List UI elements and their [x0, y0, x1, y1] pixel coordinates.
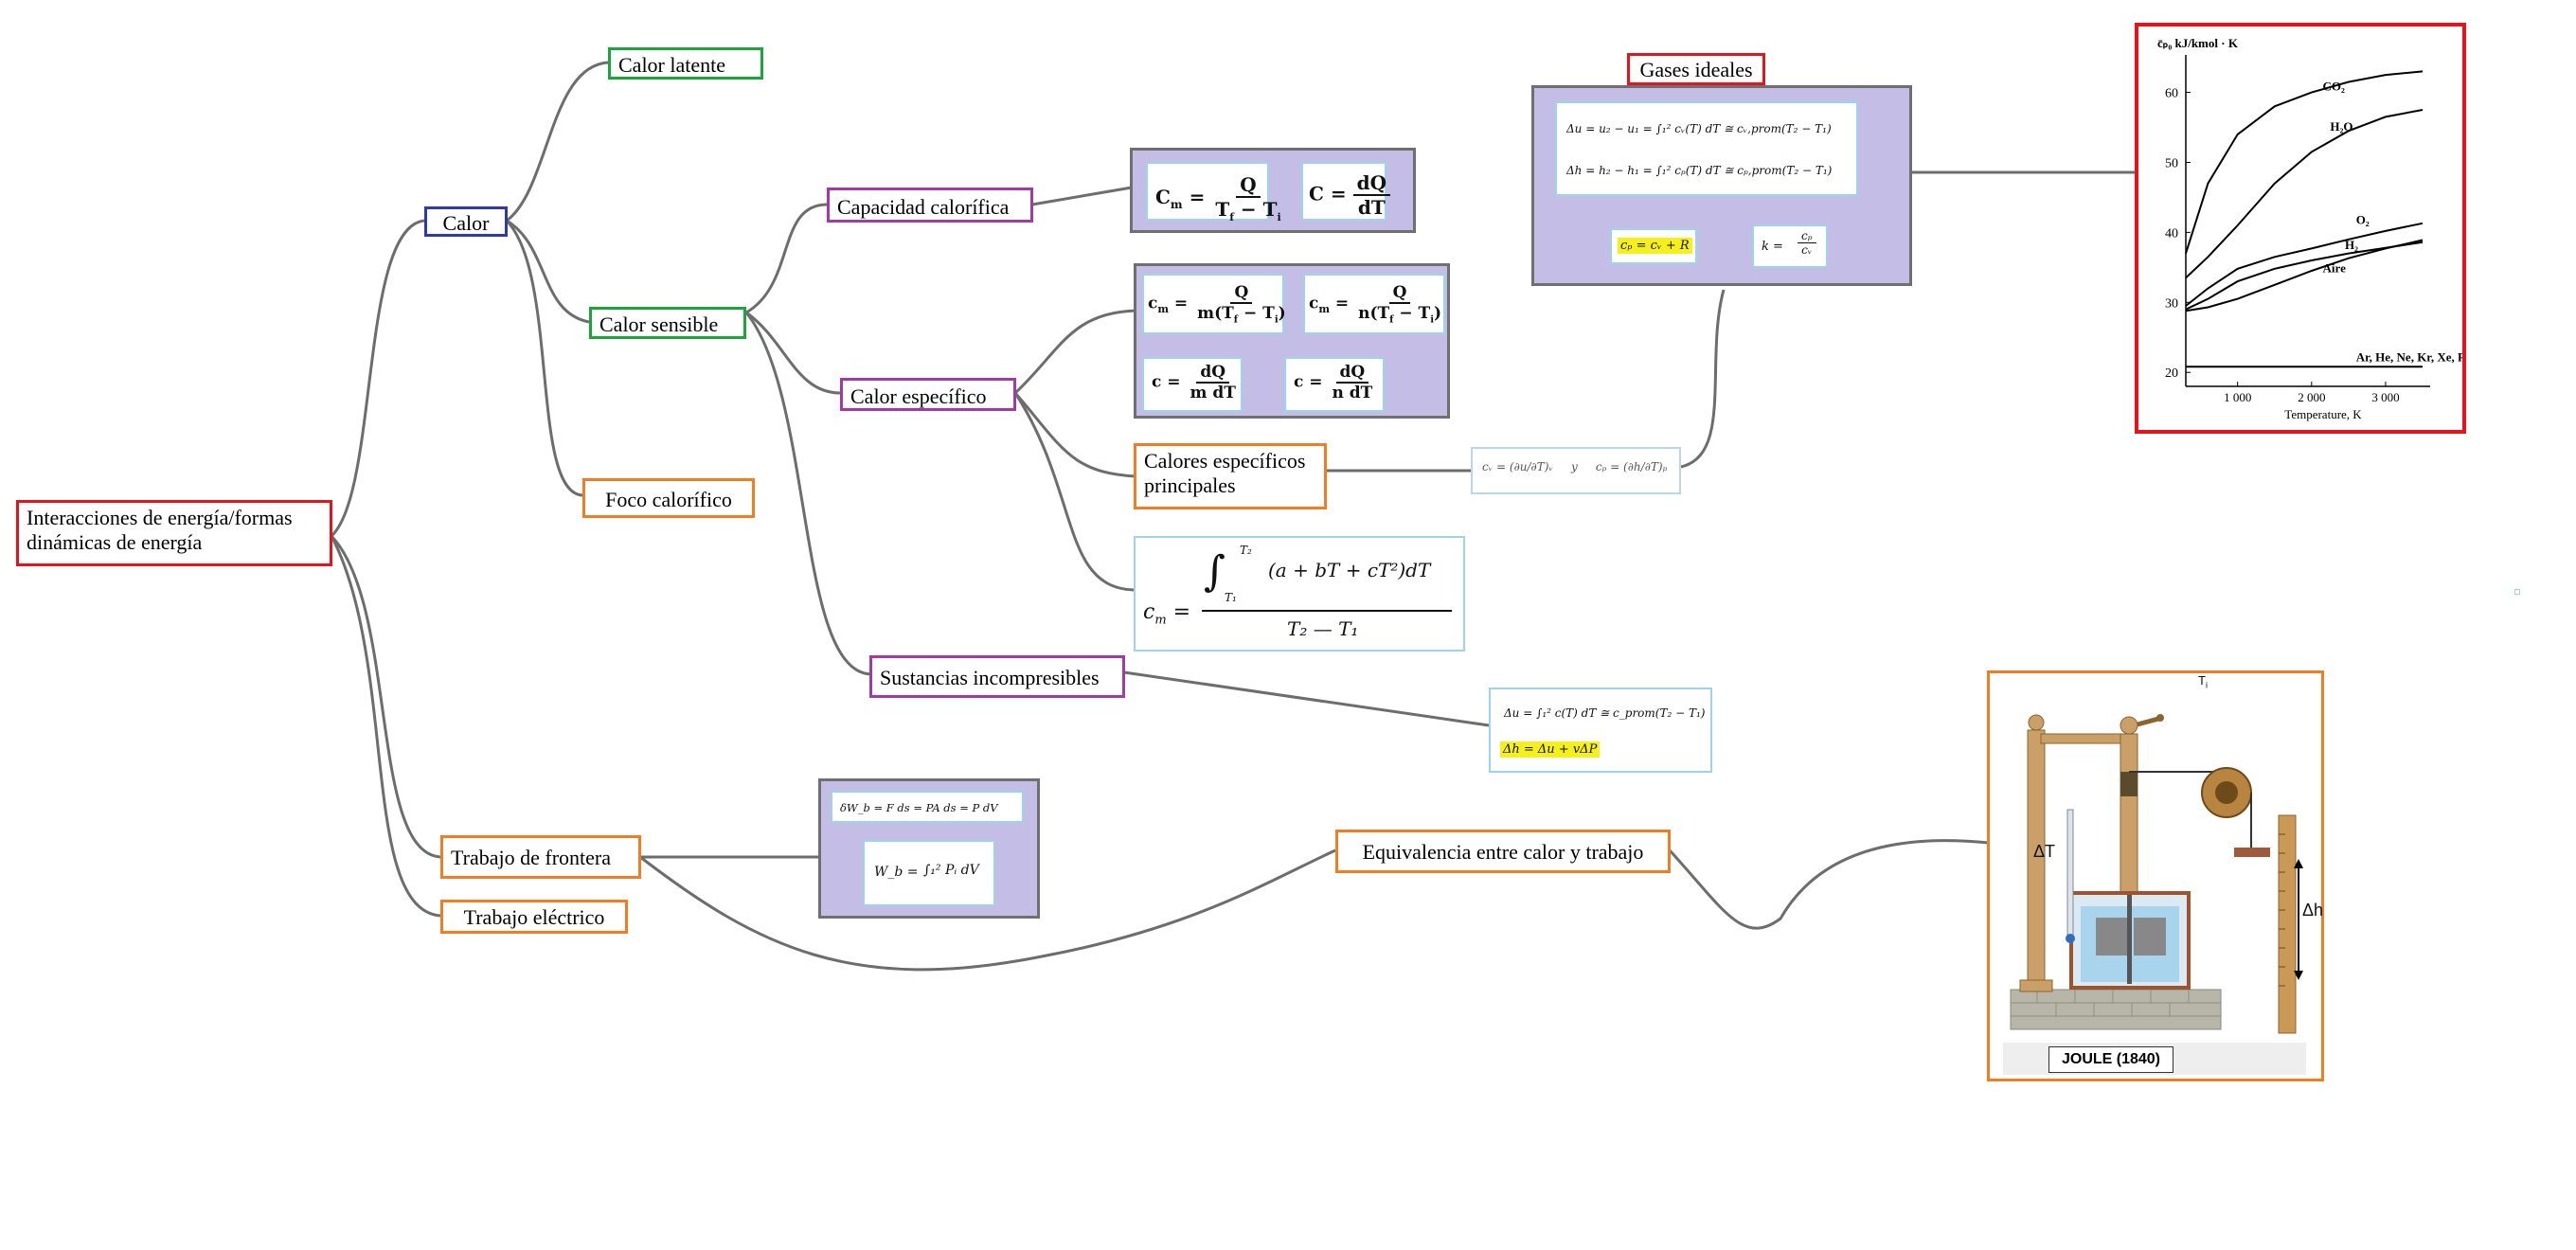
chart-y-tick-label: 20 — [2165, 366, 2178, 381]
chart-series-label: Ar, He, Ne, Kr, Xe, Rn — [2356, 349, 2462, 364]
tf-dw-formula: δW_b = F ds = PA ds = P dV — [840, 801, 998, 814]
chart-series-label: O₂ — [2356, 213, 2370, 227]
link-especifico-principales — [1013, 392, 1137, 478]
chart-series-line — [2185, 70, 2424, 254]
gases-dh-formula: Δh = h₂ − h₁ = ∫₁² cₚ(T) dT ≅ cₚ,prom(T₂… — [1566, 164, 1833, 177]
equivalencia-node[interactable]: Equivalencia entre calor y trabajo — [1335, 830, 1671, 873]
chart-y-tick-label: 40 — [2165, 226, 2178, 241]
link-formula-gases — [1680, 289, 1726, 469]
chart-x-tick-label: 2 000 — [2298, 390, 2325, 404]
calor-sensible-node[interactable]: Calor sensible — [589, 307, 746, 339]
gases-ideales-panel: Δu = u₂ − u₁ = ∫₁² cᵥ(T) dT ≅ cᵥ,prom(T₂… — [1531, 85, 1912, 286]
cp-chart: 20 30 40 50 60 1 000 2 000 3 000 c̄ₚ₀ kJ/kmol · … — [2157, 36, 2474, 421]
calor-especifico-node[interactable]: Calor específico — [840, 378, 1016, 411]
gases-cp-formula: cₚ = cᵥ + R — [1618, 238, 1692, 254]
equivalencia-label: Equivalencia entre calor y trabajo — [1362, 840, 1644, 864]
chart-x-label: Temperature, K — [2284, 407, 2362, 421]
inc-du-formula: Δu = ∫₁² c(T) dT ≅ c_prom(T₂ − T₁) — [1504, 706, 1706, 720]
link-calor-sensible — [506, 219, 590, 324]
gases-energy-card: Δu = u₂ − u₁ = ∫₁² cᵥ(T) dT ≅ cᵥ,prom(T₂… — [1555, 101, 1858, 196]
chart-x-tick-label: 3 000 — [2371, 390, 2399, 404]
sustancias-incompresibles-label: Sustancias incompresibles — [880, 666, 1100, 689]
gases-cp-card: cₚ = cᵥ + R — [1610, 228, 1697, 264]
incompresibles-formula-card: Δu = ∫₁² c(T) dT ≅ c_prom(T₂ − T₁) Δh = … — [1489, 688, 1712, 773]
chart-y-tick-label: 60 — [2165, 87, 2178, 101]
calores-principales-node[interactable]: Calores específicos principales — [1134, 443, 1327, 509]
chart-y-tick-label: 30 — [2165, 296, 2178, 311]
chart-x-tick-label: 1 000 — [2224, 390, 2251, 404]
trabajo-frontera-panel: δW_b = F ds = PA ds = P dV W_b = ∫₁² Pᵢ … — [818, 778, 1040, 919]
sustancias-incompresibles-node[interactable]: Sustancias incompresibles — [869, 655, 1125, 698]
chart-series-label: H₂ — [2345, 238, 2358, 252]
integral-denominator: T₂ — T₁ — [1287, 617, 1359, 640]
calor-latente-label: Calor latente — [618, 53, 726, 77]
gases-du-formula: Δu = u₂ − u₁ = ∫₁² cᵥ(T) dT ≅ cᵥ,prom(T₂… — [1566, 122, 1832, 135]
link-incompresibles-card — [1123, 670, 1490, 727]
cp-chart-frame: 20 30 40 50 60 1 000 2 000 3 000 c̄ₚ₀ kJ/kmol · … — [2135, 23, 2474, 434]
capacidad-calorifica-label: Capacidad calorífica — [837, 195, 1010, 219]
foco-calorifico-label: Foco calorífico — [605, 488, 732, 511]
joule-apparatus-image — [2010, 714, 2303, 1034]
gases-ideales-node[interactable]: Gases ideales — [1627, 53, 1765, 85]
calor-label: Calor — [442, 211, 490, 235]
integral-numerator: (a + bT + cT²)dT — [1268, 559, 1431, 581]
link-calor-latente — [506, 61, 609, 223]
inc-dh-formula: Δh = Δu + vΔP — [1500, 741, 1601, 758]
calor-sensible-label: Calor sensible — [599, 312, 719, 336]
calores-principales-label: Calores específicos principales — [1144, 449, 1306, 497]
link-especifico-integral — [1013, 392, 1135, 592]
principales-formula-card: cᵥ = (∂u/∂T)ᵥ y cₚ = (∂h/∂T)ₚ — [1471, 447, 1681, 494]
trabajo-frontera-node[interactable]: Trabajo de frontera — [440, 835, 641, 879]
foco-calorifico-node[interactable]: Foco calorífico — [582, 478, 755, 518]
link-frontera-equivalencia — [639, 848, 1336, 972]
joule-delta-h: Δh — [2302, 901, 2324, 920]
link-sensible-especifico — [745, 311, 841, 395]
joule-t1-label: T — [2198, 673, 2206, 688]
calor-node[interactable]: Calor — [424, 206, 508, 237]
chart-y-label: c̄ₚ₀ kJ/kmol · K — [2157, 36, 2239, 50]
link-capacidad-panel — [1031, 186, 1133, 206]
marker-dot — [2514, 589, 2520, 595]
root-label: Interacciones de energía/formas dinámica… — [27, 506, 293, 554]
chart-series-label: H₂O — [2330, 119, 2352, 134]
trabajo-frontera-label: Trabajo de frontera — [451, 846, 612, 869]
chart-series-line — [2185, 222, 2424, 307]
chart-series-line — [2185, 239, 2424, 312]
link-calor-foco — [505, 219, 583, 497]
trabajo-electrico-label: Trabajo eléctrico — [463, 905, 605, 929]
chart-y-tick-label: 50 — [2165, 156, 2178, 170]
chart-series-label: CO₂ — [2323, 79, 2346, 93]
tf-dw-card: δW_b = F ds = PA ds = P dV — [831, 791, 1024, 823]
link-root-calor — [330, 219, 425, 538]
calor-latente-node[interactable]: Calor latente — [608, 47, 763, 80]
link-sensible-incompresibles — [744, 312, 872, 676]
integral-formula-card: cm = ∫ T₂ T₁ (a + bT + cT²)dT T₂ — T₁ — [1134, 536, 1465, 652]
link-sensible-capacidad — [745, 203, 828, 314]
capacidad-calorifica-node[interactable]: Capacidad calorífica — [827, 188, 1033, 223]
gases-ideales-label: Gases ideales — [1639, 58, 1753, 81]
tf-w-card: W_b = ∫₁² Pᵢ dV — [863, 840, 995, 906]
trabajo-electrico-node[interactable]: Trabajo eléctrico — [440, 900, 628, 934]
joule-delta-t: ΔT — [2033, 842, 2056, 861]
calor-especifico-label: Calor específico — [850, 384, 987, 408]
link-especifico-panel — [1013, 309, 1137, 395]
joule-frame: Ti ΔT Δh JOULE (1840) — [1987, 670, 2324, 1081]
chart-series-line — [2185, 241, 2424, 311]
chart-series-line — [2185, 109, 2424, 279]
link-root-trabajo-frontera — [330, 534, 441, 859]
link-equivalencia-joule — [1668, 839, 1990, 930]
link-root-trabajo-electrico — [330, 535, 441, 918]
joule-caption: JOULE (1840) — [2048, 1046, 2174, 1073]
root-node[interactable]: Interacciones de energía/formas dinámica… — [16, 500, 332, 566]
